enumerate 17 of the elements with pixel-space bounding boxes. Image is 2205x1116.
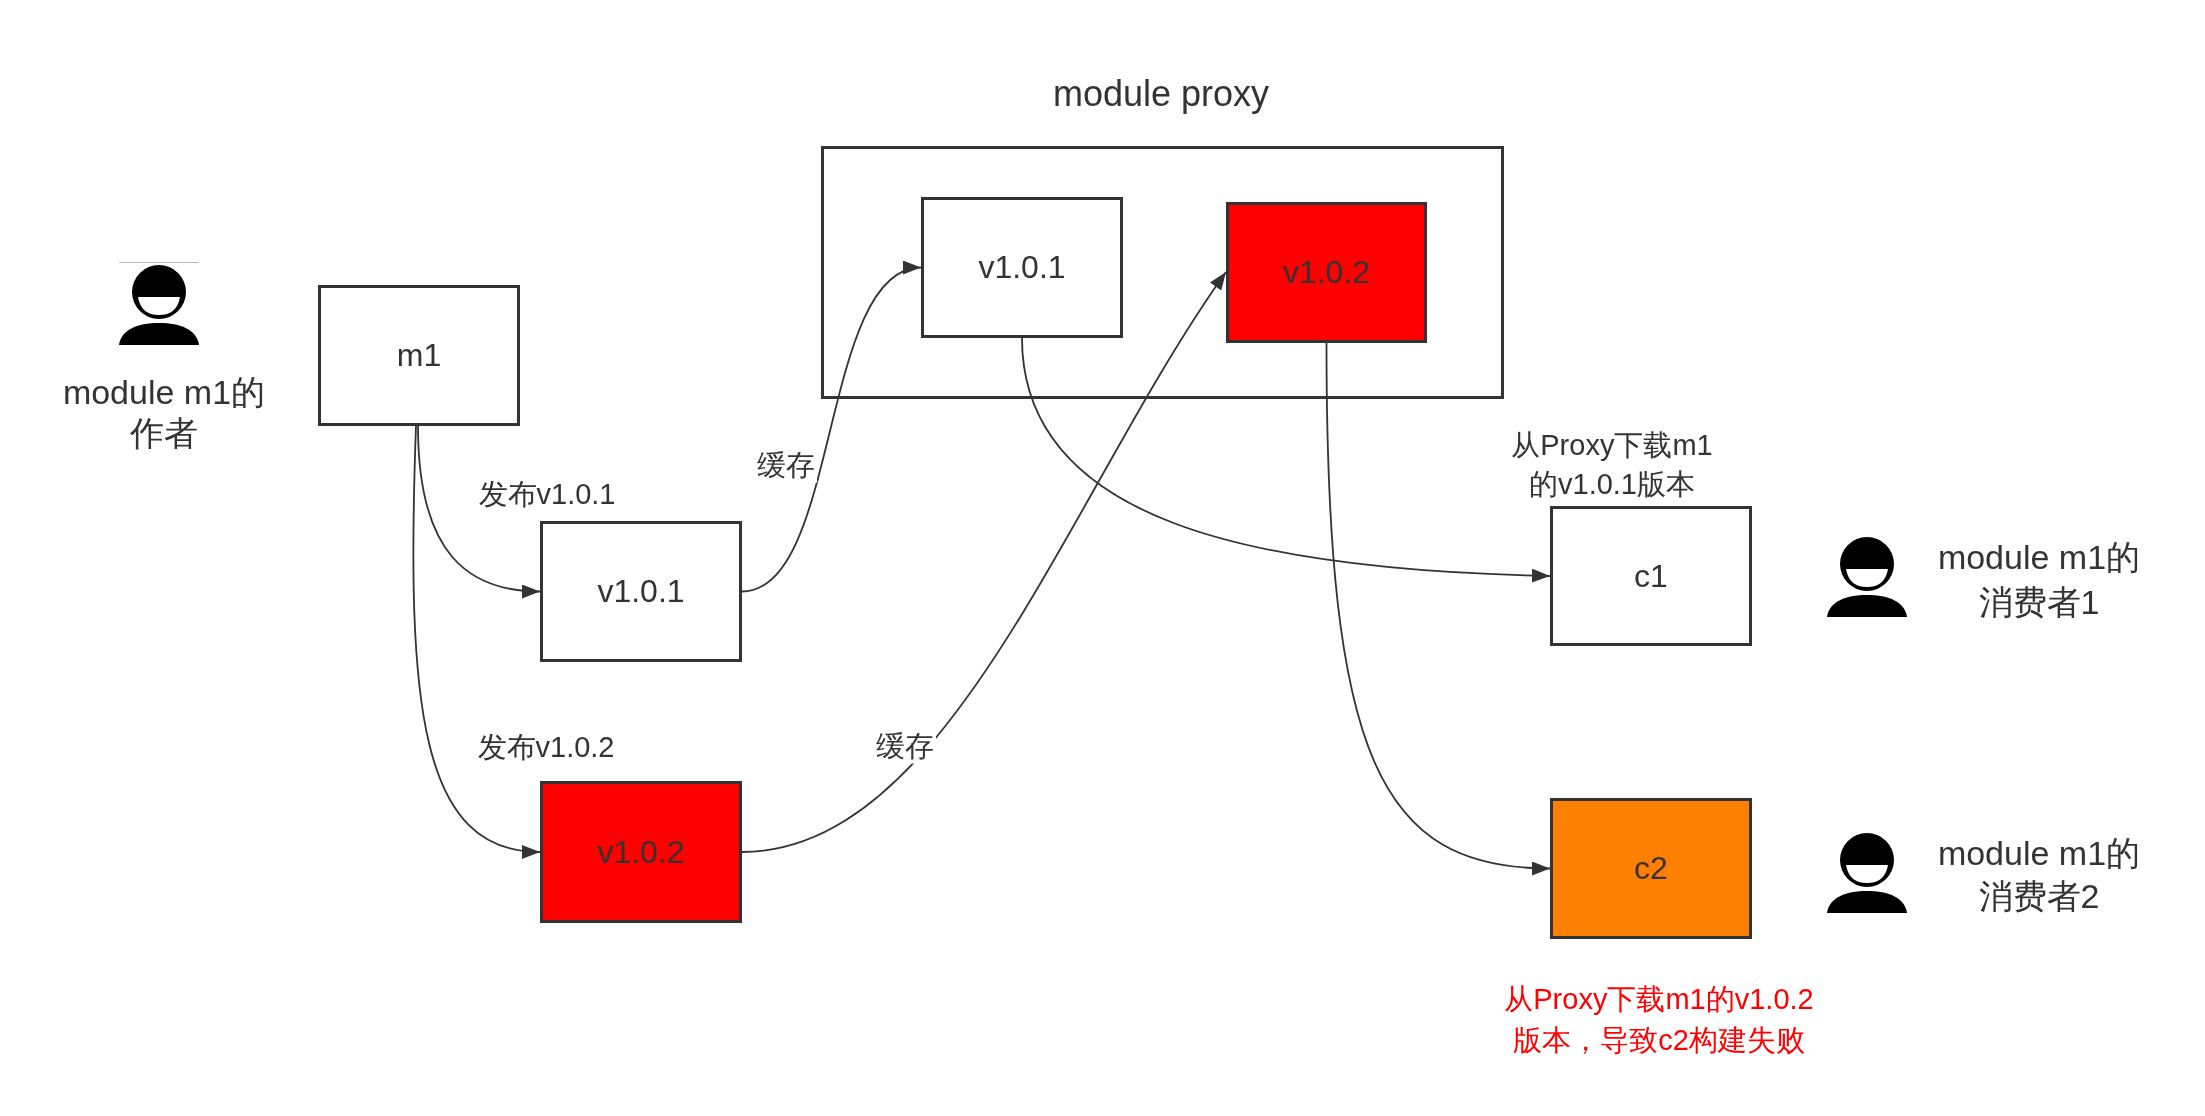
arrow xyxy=(1021,337,1551,583)
person-caption: module m1的消费者1 xyxy=(1936,537,2142,623)
container-title: module proxy xyxy=(1052,72,1270,116)
arrow xyxy=(417,425,541,598)
consumer-box: c2 xyxy=(1550,798,1752,939)
person-caption: module m1的消费者2 xyxy=(1936,833,2142,917)
caption-text: 从Proxy下载m1的v1.0.2版本，导致c2构建失败 xyxy=(1503,982,1815,1058)
person-caption: module m1的作者 xyxy=(61,372,267,454)
version-box: v1.0.1 xyxy=(540,521,742,662)
consumer-box: c1 xyxy=(1550,506,1752,646)
caption-text: 从Proxy下载m1的v1.0.1版本 xyxy=(1510,428,1714,502)
arrow xyxy=(412,425,541,857)
version-box: v1.0.1 xyxy=(921,197,1123,338)
version-box: v1.0.2 xyxy=(540,781,742,923)
arrow xyxy=(1325,342,1551,875)
module-box: m1 xyxy=(318,285,520,426)
version-box: v1.0.2 xyxy=(1226,202,1427,343)
